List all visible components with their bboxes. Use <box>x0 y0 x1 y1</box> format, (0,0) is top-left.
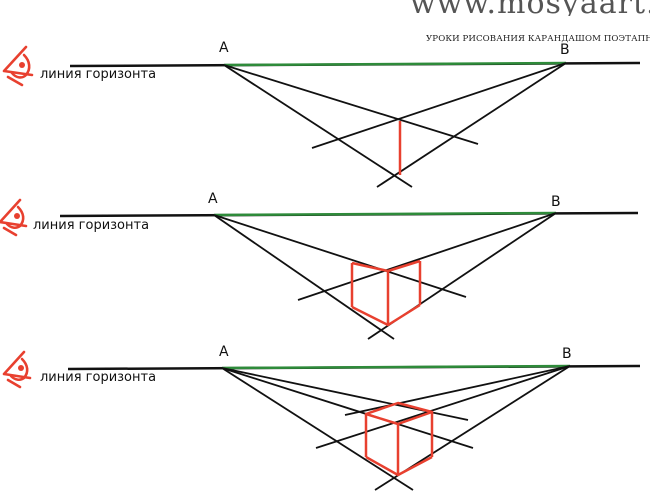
panel-step-3 <box>67 364 641 491</box>
box-bottom-edges <box>351 303 421 327</box>
vanishing-segment <box>223 61 567 67</box>
line-a-front <box>221 367 414 491</box>
line-a-mid <box>221 367 474 449</box>
vanishing-segment <box>213 211 557 217</box>
vanishing-point-a-label: A <box>219 344 229 360</box>
panel-step-1 <box>69 61 641 188</box>
vanishing-segment <box>221 364 571 370</box>
horizon-label: линия горизонта <box>40 67 157 82</box>
watermark-subtitle: УРОКИ РИСОВАНИЯ КАРАНДАШОМ ПОЭТАПНО <box>426 34 650 44</box>
watermark-site: www.mosyaart.ru <box>410 0 650 16</box>
vanishing-point-a-label: A <box>219 40 229 56</box>
horizon-label: линия горизонта <box>33 218 150 233</box>
construction-lines <box>213 212 557 340</box>
eye-icon <box>2 350 32 389</box>
horizon-label: линия горизонта <box>40 370 157 385</box>
line-b-mid <box>315 365 571 449</box>
line-a-back <box>213 214 467 298</box>
line-b-top <box>344 365 571 416</box>
construction-lines <box>223 62 567 188</box>
panel-step-2 <box>59 211 639 340</box>
line-b-back <box>311 62 567 149</box>
vanishing-point-b-label: B <box>551 194 561 210</box>
construction-lines <box>221 365 571 491</box>
box-walls <box>350 259 422 327</box>
eye-icon <box>0 198 28 237</box>
line-a-front <box>223 64 413 188</box>
line-b-back <box>297 212 557 301</box>
vanishing-point-b-label: B <box>562 346 572 362</box>
line-b-front <box>376 62 567 188</box>
line-a-front <box>213 214 395 340</box>
vanishing-point-a-label: A <box>208 191 218 207</box>
box <box>364 401 434 477</box>
line-a-back <box>223 64 479 145</box>
eye-icon <box>2 45 34 87</box>
vanishing-point-b-label: B <box>560 42 570 58</box>
